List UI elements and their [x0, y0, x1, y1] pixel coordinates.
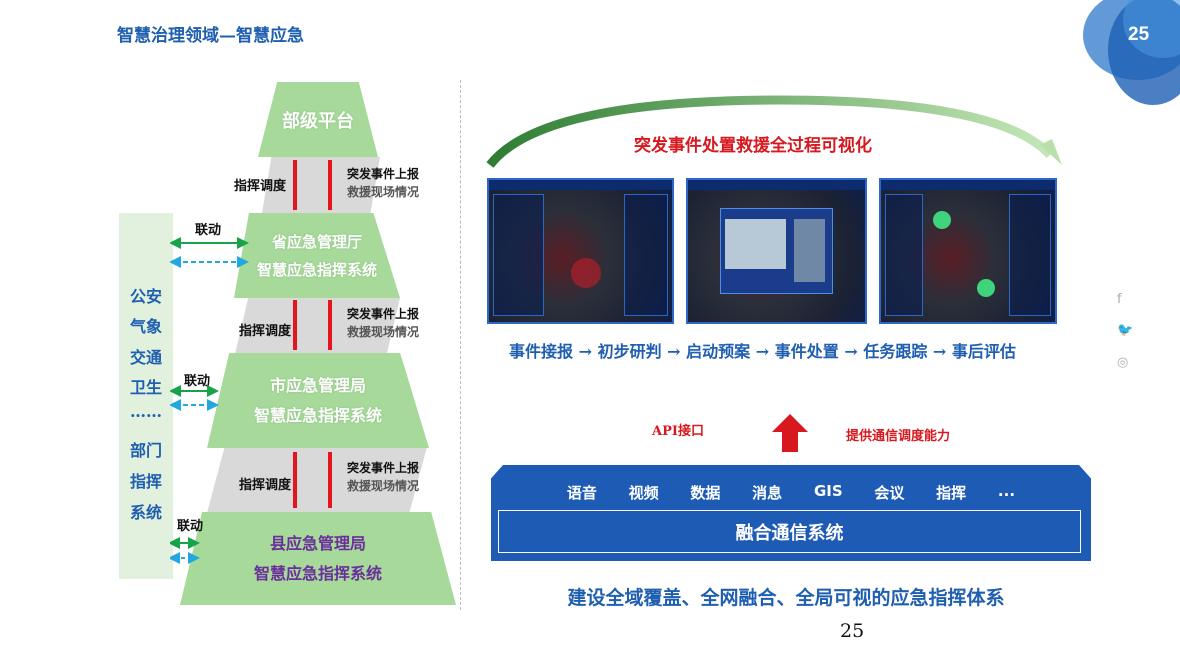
level-label: 部级平台 — [282, 110, 354, 132]
level-label: 省应急管理厅 — [271, 232, 362, 251]
comm-system-title: 融合通信系统 — [498, 510, 1081, 553]
level-ministry: 部级平台 — [258, 82, 378, 157]
arc-title: 突发事件处置救援全过程可视化 — [634, 136, 872, 156]
dept-item: 系统 — [129, 503, 162, 522]
twitter-icon[interactable]: 🐦 — [1117, 323, 1134, 338]
level-city: 市应急管理局智慧应急指挥系统 — [207, 353, 429, 448]
dept-item: …… — [130, 402, 162, 421]
comm-item: 指挥 — [936, 484, 967, 502]
down-arrow — [293, 452, 297, 508]
command-label: 指挥调度 — [234, 179, 287, 194]
level-system-label: 智慧应急指挥系统 — [256, 260, 377, 279]
link-arrows — [170, 237, 249, 268]
dept-item: 指挥 — [129, 472, 162, 491]
screenshot-incident-map — [487, 178, 674, 324]
flow-step: 启动预案 — [686, 342, 751, 361]
flow-step: 事件接报 — [509, 342, 574, 361]
capability-label: 提供通信调度能力 — [846, 429, 951, 444]
link-label: 联动 — [195, 223, 222, 238]
up-arrow — [328, 300, 332, 350]
arrow-icon: → — [755, 342, 770, 361]
comm-item: GIS — [813, 482, 843, 500]
down-arrow — [293, 160, 297, 210]
link-arrows — [170, 385, 219, 411]
dept-item: 部门 — [129, 441, 162, 460]
page-badge: 25 — [1128, 24, 1150, 45]
process-flow: 事件接报 → 初步研判 → 启动预案 → 事件处置 → 任务跟踪 → 事后评估 — [509, 338, 1016, 362]
up-arrow-icon — [772, 414, 808, 452]
level-system-label: 智慧应急指挥系统 — [253, 405, 382, 425]
arrow-icon: → — [667, 342, 681, 361]
api-label: API接口 — [652, 424, 704, 439]
report-labels: 突发事件上报救援现场情况 — [347, 459, 419, 495]
report-labels: 突发事件上报救援现场情况 — [347, 305, 419, 341]
arc-arrow — [486, 95, 1062, 168]
band — [207, 447, 427, 513]
arrow-icon: → — [578, 342, 592, 361]
down-arrow — [293, 300, 297, 350]
comm-item: 数据 — [690, 484, 721, 502]
comm-item: ... — [997, 482, 1016, 500]
band — [235, 298, 400, 354]
flow-step: 事件处置 — [774, 342, 839, 361]
level-system-label: 智慧应急指挥系统 — [253, 563, 382, 583]
arrow-icon: → — [844, 342, 858, 361]
report-label: 突发事件上报 — [347, 461, 420, 475]
comm-item: 视频 — [628, 484, 659, 502]
dept-item: 公安 — [129, 287, 162, 306]
facebook-icon[interactable]: f — [1117, 292, 1122, 307]
up-arrow — [328, 160, 332, 210]
link-label: 联动 — [177, 519, 204, 534]
page-number: 25 — [840, 620, 865, 642]
dept-item: 气象 — [129, 317, 162, 336]
link-arrows — [170, 537, 200, 564]
level-province: 省应急管理厅智慧应急指挥系统 — [234, 213, 400, 298]
screenshot-video-conference — [686, 178, 867, 324]
flow-step: 事后评估 — [951, 342, 1016, 361]
flow-step: 任务跟踪 — [863, 342, 928, 361]
divider — [460, 80, 461, 610]
report-label: 突发事件上报 — [347, 167, 420, 181]
rescue-label: 救援现场情况 — [347, 479, 420, 493]
flow-step: 初步研判 — [597, 342, 662, 361]
screenshot-task-tracking — [879, 178, 1057, 324]
comm-item: 语音 — [566, 484, 597, 502]
level-label: 市应急管理局 — [269, 375, 366, 395]
band — [262, 157, 380, 213]
arrow-icon: → — [932, 342, 947, 361]
command-label: 指挥调度 — [239, 324, 292, 339]
level-label: 县应急管理局 — [269, 533, 366, 553]
comm-item: 消息 — [752, 484, 783, 502]
page-title: 智慧治理领域—智慧应急 — [117, 26, 304, 46]
report-label: 突发事件上报 — [347, 307, 420, 321]
comm-system-box — [491, 465, 1091, 561]
comm-item: 会议 — [874, 484, 905, 502]
report-labels: 突发事件上报救援现场情况 — [347, 165, 419, 201]
slogan: 建设全域覆盖、全网融合、全局可视的应急指挥体系 — [567, 587, 1005, 609]
corner-blob-decoration — [1083, 0, 1180, 105]
command-label: 指挥调度 — [239, 478, 292, 493]
dept-item: 卫生 — [129, 378, 162, 397]
rescue-label: 救援现场情况 — [347, 325, 420, 339]
comm-items: 语音 视频 数据 消息 GIS 会议 指挥 ... — [491, 482, 1091, 503]
dept-item: 交通 — [129, 348, 162, 367]
linked-departments-panel: 公安 气象 交通 卫生 …… 部门 指挥 系统 — [119, 213, 173, 579]
level-county: 县应急管理局智慧应急指挥系统 — [180, 512, 456, 605]
rescue-label: 救援现场情况 — [347, 185, 420, 199]
instagram-icon[interactable]: ◎ — [1117, 355, 1129, 370]
up-arrow — [328, 452, 332, 508]
